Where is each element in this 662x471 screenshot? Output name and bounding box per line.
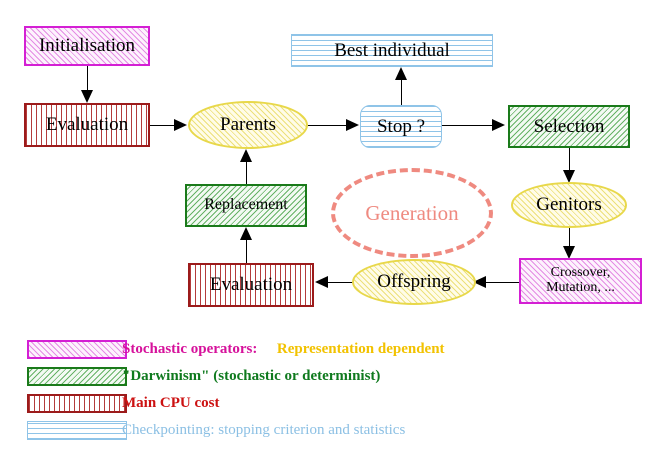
arrowhead-crossover-to-offspring: [473, 276, 486, 288]
node-selection-label: Selection: [533, 115, 605, 137]
legend-row-darwinism: "Darwinism" (stochastic or determinist): [0, 363, 662, 390]
legend-label-darwinism: "Darwinism" (stochastic or determinist): [122, 368, 381, 384]
node-evaluation-top[interactable]: Evaluation: [24, 103, 150, 147]
node-crossover-mutation-label-line2: Mutation, ...: [546, 280, 615, 295]
edge-parents-to-stop: [308, 125, 348, 126]
legend-swatch-green-hatch: [27, 367, 127, 386]
edge-initialisation-to-evaluation: [87, 66, 88, 92]
node-offspring[interactable]: Offspring: [352, 259, 476, 305]
legend-label-main-cpu-cost: Main CPU cost: [122, 395, 220, 411]
legend-label-stochastic-operators: Stochastic operators: Representation dep…: [122, 341, 445, 358]
node-selection[interactable]: Selection: [508, 105, 630, 148]
node-parents-label: Parents: [220, 114, 276, 136]
node-genitors[interactable]: Genitors: [511, 182, 627, 228]
node-generation: Generation: [331, 168, 493, 258]
node-best-individual-label: Best individual: [334, 39, 450, 61]
node-initialisation-label: Initialisation: [38, 35, 136, 57]
node-genitors-label: Genitors: [536, 194, 602, 216]
edge-crossover-to-offspring: [484, 282, 520, 283]
edge-offspring-to-evaluation: [326, 282, 354, 283]
legend-row-stochastic-operators: Stochastic operators: Representation dep…: [0, 336, 662, 363]
legend-label-checkpointing: Checkpointing: stopping criterion and st…: [122, 422, 406, 438]
legend-row-main-cpu-cost: Main CPU cost: [0, 390, 662, 417]
edge-stop-to-selection: [442, 125, 494, 126]
arrowhead-genitors-to-crossover: [563, 246, 575, 259]
edge-evaluation-to-parents: [150, 125, 176, 126]
legend-swatch-blue-horizontal: [27, 421, 127, 440]
edge-stop-to-best-individual: [401, 78, 402, 106]
arrowhead-parents-to-stop: [346, 119, 359, 131]
node-stop[interactable]: Stop ?: [360, 105, 442, 148]
node-replacement-label: Replacement: [204, 196, 288, 214]
arrowhead-evaluation-to-replacement: [240, 227, 252, 240]
edge-replacement-to-parents: [246, 160, 247, 185]
arrowhead-selection-to-genitors: [563, 170, 575, 183]
arrowhead-evaluation-to-parents: [174, 119, 187, 131]
node-evaluation-bottom[interactable]: Evaluation: [188, 263, 314, 307]
node-best-individual[interactable]: Best individual: [291, 34, 493, 67]
edge-evaluation-to-replacement: [246, 238, 247, 264]
node-evaluation-top-label: Evaluation: [45, 114, 129, 136]
arrowhead-initialisation-to-evaluation: [81, 90, 93, 103]
legend-row-checkpointing: Checkpointing: stopping criterion and st…: [0, 417, 662, 444]
edge-genitors-to-crossover: [569, 228, 570, 250]
node-stop-label: Stop ?: [376, 115, 426, 137]
arrowhead-offspring-to-evaluation: [315, 276, 328, 288]
node-parents[interactable]: Parents: [188, 101, 308, 149]
node-offspring-label: Offspring: [377, 271, 451, 293]
legend-label-stochastic-operators-secondary: Representation dependent: [276, 341, 445, 357]
edge-selection-to-genitors: [569, 148, 570, 174]
legend-label-stochastic-operators-primary: Stochastic operators:: [122, 341, 258, 357]
legend: Stochastic operators: Representation dep…: [0, 336, 662, 444]
node-replacement[interactable]: Replacement: [185, 184, 307, 227]
arrowhead-stop-to-best-individual: [395, 67, 407, 80]
node-crossover-mutation[interactable]: Crossover, Mutation, ...: [519, 258, 642, 304]
node-generation-label: Generation: [365, 200, 459, 225]
node-initialisation[interactable]: Initialisation: [24, 26, 150, 66]
arrowhead-stop-to-selection: [492, 119, 505, 131]
legend-swatch-red-vertical: [27, 394, 127, 413]
arrowhead-replacement-to-parents: [240, 149, 252, 162]
legend-swatch-magenta-hatch: [27, 340, 127, 359]
node-crossover-mutation-label-line1: Crossover,: [550, 265, 611, 281]
node-evaluation-bottom-label: Evaluation: [209, 274, 293, 296]
